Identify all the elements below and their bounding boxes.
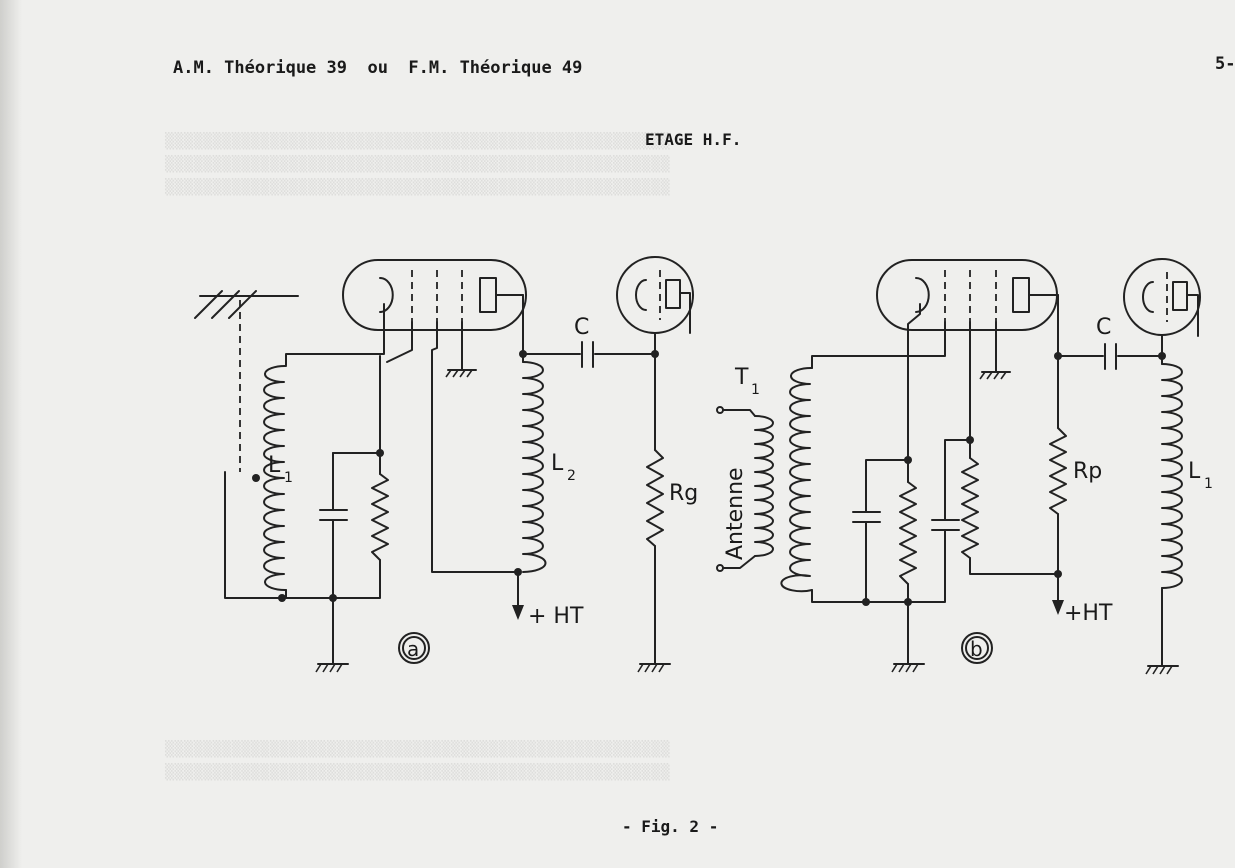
bleed-through-line: ▒▒▒▒▒▒▒▒▒▒▒▒▒▒▒▒▒▒▒▒▒▒▒▒▒▒▒▒▒▒▒▒▒▒▒▒▒▒▒▒… xyxy=(165,155,671,173)
resistor-rg xyxy=(646,353,664,665)
label-antenne: Antenne xyxy=(723,467,748,560)
label-l1-b: L xyxy=(1188,459,1201,484)
label-marker-b: b xyxy=(970,637,983,661)
ground-symbol xyxy=(891,663,925,673)
coupling-capacitor-a xyxy=(522,341,656,368)
ground-symbol xyxy=(637,663,671,673)
label-rg: Rg xyxy=(669,481,698,506)
coil-l1-a xyxy=(263,364,287,592)
label-t1-sub: 1 xyxy=(751,382,760,398)
scan-edge-shadow xyxy=(0,0,22,868)
bleed-through-line: ▒▒▒▒▒▒▒▒▒▒▒▒▒▒▒▒▒▒▒▒▒▒▒▒▒▒▒▒▒▒▒▒▒▒▒▒▒▒▒▒… xyxy=(165,763,671,781)
ground-symbol xyxy=(445,369,477,378)
next-tube-a xyxy=(616,256,694,334)
ground-symbol xyxy=(979,371,1011,380)
label-t1: T xyxy=(734,365,749,390)
bleed-through-line: ▒▒▒▒▒▒▒▒▒▒▒▒▒▒▒▒▒▒▒▒▒▒▒▒▒▒▒▒▒▒▒▒▒▒▒▒▒▒▒▒… xyxy=(165,178,671,196)
label-ht-a: + HT xyxy=(528,604,584,629)
label-l1-b-sub: 1 xyxy=(1204,476,1213,492)
capacitor-grid-a xyxy=(319,452,348,665)
capacitor-grid-b xyxy=(852,459,909,603)
bleed-through-line: ▒▒▒▒▒▒▒▒▒▒▒▒▒▒▒▒▒▒▒▒▒▒▒▒▒▒▒▒▒▒▒▒▒▒▒▒▒▒▒▒… xyxy=(165,132,671,150)
antenna-coil-t1 xyxy=(716,406,774,572)
ht-arrow-b xyxy=(1052,600,1064,615)
ht-arrow-a xyxy=(512,605,524,620)
label-c-b: C xyxy=(1096,315,1111,340)
coupling-capacitor-b xyxy=(1057,343,1163,370)
circuit-marker-b xyxy=(961,632,993,664)
next-tube-b xyxy=(1123,258,1201,337)
circuit-a: L 1 L 2 C Rg + HT a xyxy=(194,256,698,673)
section-title: ETAGE H.F. xyxy=(645,130,742,149)
capacitor-screen-b xyxy=(907,439,971,603)
ground-symbol xyxy=(315,663,349,673)
label-l2-a-sub: 2 xyxy=(567,468,576,484)
bleed-through-line: ▒▒▒▒▒▒▒▒▒▒▒▒▒▒▒▒▒▒▒▒▒▒▒▒▒▒▒▒▒▒▒▒▒▒▒▒▒▒▒▒… xyxy=(165,740,671,758)
coil-l2-a xyxy=(522,361,547,573)
label-l1-a-sub: 1 xyxy=(284,470,293,486)
figure-caption: - Fig. 2 - xyxy=(622,817,719,836)
page-number: 5- xyxy=(1215,54,1235,74)
header-title: A.M. Théorique 39 ou F.M. Théorique 49 xyxy=(173,58,583,78)
label-marker-a: a xyxy=(407,637,419,661)
label-ht-b: +HT xyxy=(1064,601,1113,626)
coil-grid-b xyxy=(780,366,909,603)
resistor-screen-b xyxy=(961,439,1059,575)
tube-a xyxy=(342,259,527,331)
antenna-symbol-a xyxy=(194,290,299,472)
coil-l1-b xyxy=(1161,355,1183,667)
label-rp: Rp xyxy=(1073,459,1102,484)
label-l2-a: L xyxy=(551,451,564,476)
ground-symbol xyxy=(1145,665,1179,675)
resistor-rp xyxy=(1049,355,1067,575)
label-c-a: C xyxy=(574,315,589,340)
label-l1-a: L xyxy=(268,453,281,478)
resistor-grid-b xyxy=(899,459,917,665)
tube-b xyxy=(876,259,1059,331)
resistor-grid-a xyxy=(332,452,389,599)
circuit-marker-a xyxy=(398,632,430,664)
circuit-b: T 1 Antenne C Rp L 1 +HT b xyxy=(716,258,1213,675)
